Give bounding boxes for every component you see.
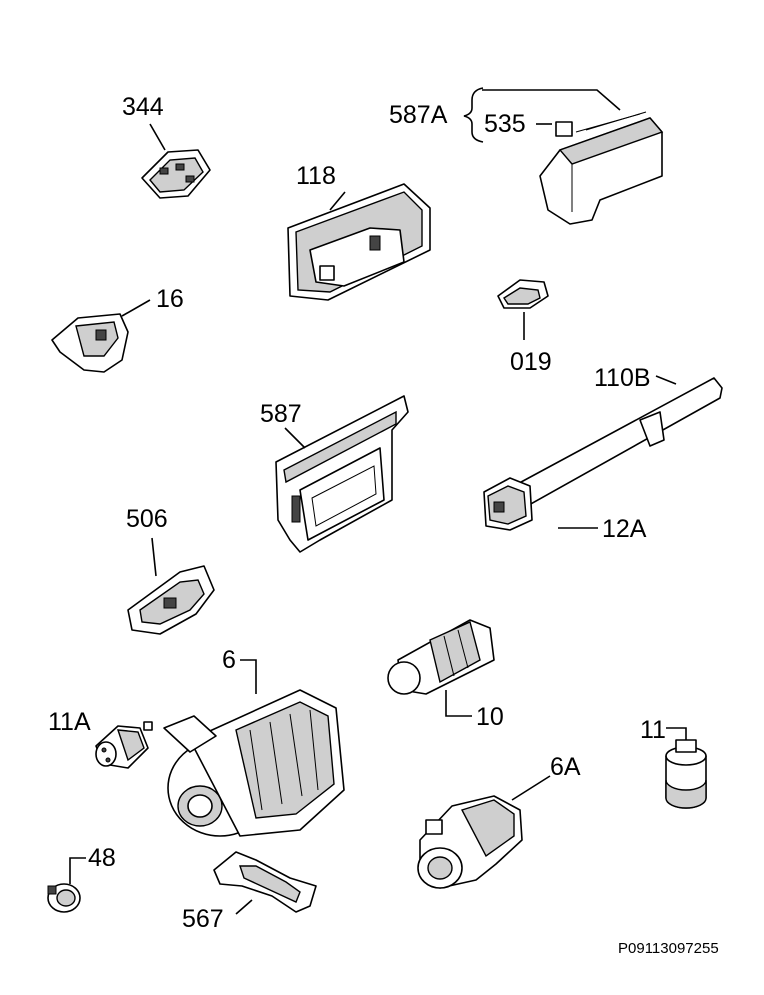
part-587	[275, 395, 409, 553]
label-16: 16	[156, 285, 184, 313]
label-535: 535	[484, 110, 526, 138]
part-567	[213, 851, 317, 915]
label-506: 506	[126, 505, 168, 533]
label-11: 11	[640, 716, 666, 744]
label-12A: 12A	[602, 515, 647, 543]
part-506	[127, 537, 215, 635]
part-118	[287, 183, 431, 301]
part-6	[163, 659, 345, 837]
part-019	[497, 279, 549, 340]
part-6A	[417, 775, 551, 889]
label-587: 587	[260, 400, 302, 428]
label-11A: 11A	[48, 708, 91, 736]
part-48	[47, 857, 86, 913]
part-11A	[95, 721, 153, 769]
part-10	[387, 619, 495, 717]
label-110B: 110B	[594, 364, 651, 392]
part-12A	[483, 377, 723, 531]
part-587A	[539, 111, 664, 225]
label-10: 10	[476, 703, 504, 731]
part-16	[51, 299, 151, 373]
label-019: 019	[510, 348, 552, 376]
label-6A: 6A	[550, 753, 581, 781]
reference-code: P09113097255	[618, 940, 719, 957]
label-118: 118	[296, 162, 336, 190]
part-344	[141, 123, 211, 199]
label-48: 48	[88, 844, 116, 872]
label-344: 344	[122, 93, 164, 121]
label-6: 6	[222, 646, 236, 674]
part-110B	[655, 375, 677, 385]
label-587A: 587A	[389, 101, 448, 129]
part-11	[665, 727, 707, 809]
label-567: 567	[182, 905, 224, 933]
